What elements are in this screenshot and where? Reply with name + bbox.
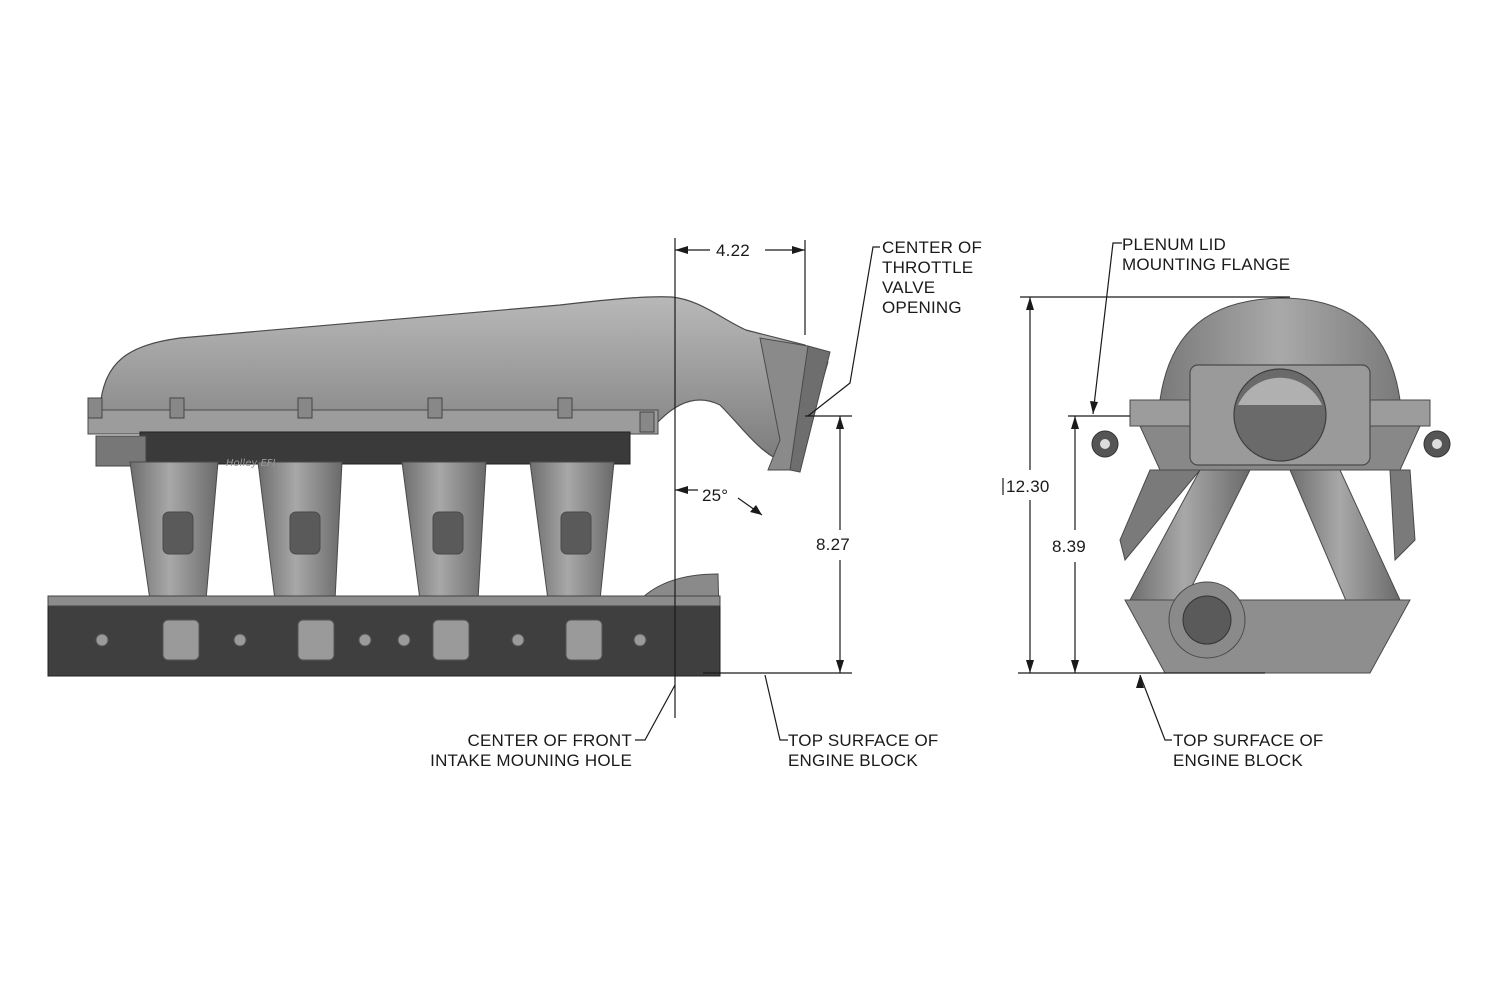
callout-front-block-line1: TOP SURFACE OF: [1173, 731, 1324, 750]
lid-bolts: [87, 397, 655, 433]
dim-overall-label: 12.30: [1006, 477, 1050, 496]
front-view-arrowheads: [1026, 297, 1144, 688]
dim-angle-label: 25°: [702, 486, 729, 505]
dim-horizontal-label: 4.22: [716, 241, 750, 260]
callout-flange-line1: PLENUM LID: [1122, 235, 1227, 254]
callout-flange: PLENUM LID MOUNTING FLANGE: [1122, 235, 1290, 275]
side-view-manifold: [47, 296, 831, 677]
callout-front-hole-line1: CENTER OF FRONT: [467, 731, 632, 750]
holley-logo: Holley EFI: [226, 458, 276, 469]
front-view-dimensions: [1002, 242, 1290, 741]
callout-side-block: TOP SURFACE OF ENGINE BLOCK: [788, 731, 938, 771]
side-view-arrowheads: [675, 246, 844, 673]
callout-front-hole: CENTER OF FRONT INTAKE MOUNING HOLE: [420, 731, 632, 771]
callout-throttle-line1: CENTER OF: [882, 238, 983, 257]
callout-front-block-line2: ENGINE BLOCK: [1173, 751, 1303, 770]
front-view-manifold: [1091, 297, 1451, 674]
callout-flange-line2: MOUNTING FLANGE: [1122, 255, 1291, 274]
callout-side-block-line2: ENGINE BLOCK: [788, 751, 918, 770]
callout-front-block: TOP SURFACE OF ENGINE BLOCK: [1173, 731, 1323, 771]
intake-runners: [129, 461, 615, 601]
callout-throttle-line2: THROTTLE: [882, 258, 974, 277]
callout-throttle: CENTER OF THROTTLE VALVE OPENING: [882, 238, 982, 318]
callout-throttle-line4: OPENING: [882, 298, 962, 317]
callout-front-hole-line2: INTAKE MOUNING HOLE: [430, 751, 632, 770]
callout-side-block-line1: TOP SURFACE OF: [788, 731, 939, 750]
callout-throttle-line3: VALVE: [882, 278, 936, 297]
dim-vertical-label: 8.27: [816, 535, 850, 554]
port-openings: [95, 619, 647, 661]
dim-flange-label: 8.39: [1052, 537, 1086, 556]
